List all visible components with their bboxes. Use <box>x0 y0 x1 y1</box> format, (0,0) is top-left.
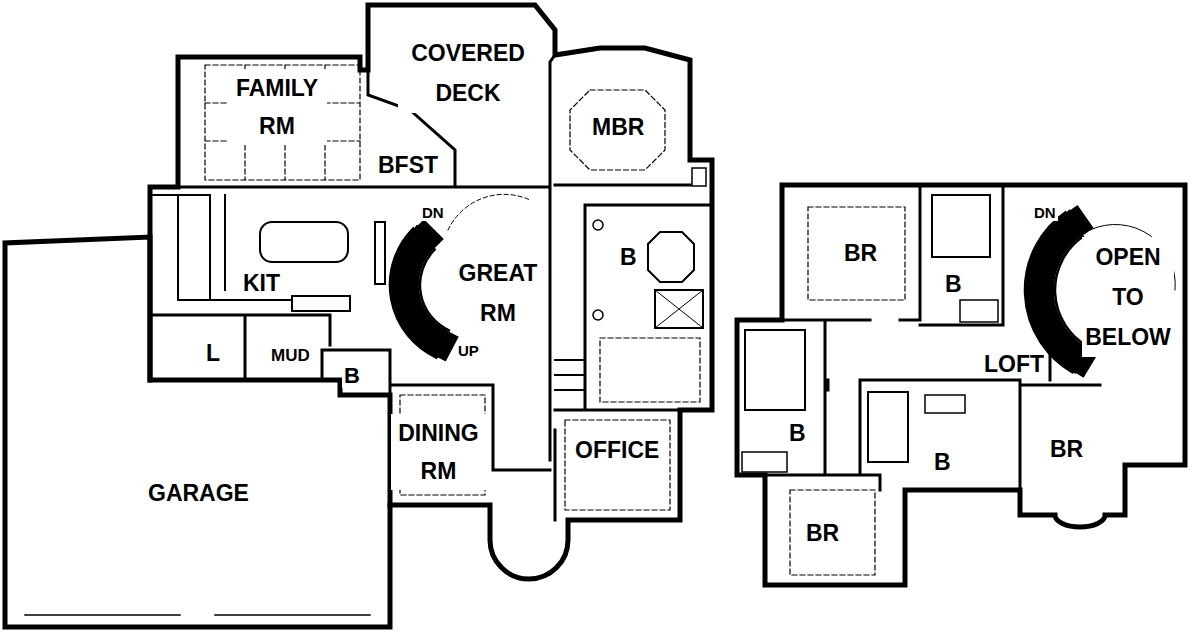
tub <box>648 232 694 282</box>
label-holder: BR <box>804 520 841 546</box>
label-holder: B <box>932 449 953 475</box>
ceiling-outline <box>570 90 665 170</box>
stair-wall <box>375 222 385 284</box>
room-label: OFFICE <box>573 437 661 463</box>
label-holder: DN <box>1032 204 1058 221</box>
room-label: B <box>943 271 964 297</box>
label-holder: GARAGE <box>146 480 251 506</box>
label-holder: BR <box>1048 436 1085 462</box>
room-label: OPEN TO BELOW <box>1082 237 1174 357</box>
room-label: BR <box>804 520 841 546</box>
kitchen-peninsula <box>292 296 350 311</box>
room-label: COVERED DECK <box>398 33 538 113</box>
closet <box>600 338 700 402</box>
room-label: KIT <box>241 270 282 296</box>
label-holder: B <box>618 244 639 270</box>
room-label: B <box>787 420 808 446</box>
interior-wall <box>765 185 1100 490</box>
tub <box>868 392 908 462</box>
room-label: BR <box>1048 436 1085 462</box>
label-holder: COVERED DECK <box>398 33 538 113</box>
label-holder: KIT <box>241 270 282 296</box>
room-label: L <box>204 340 222 366</box>
tub <box>925 395 965 413</box>
sink <box>593 310 603 320</box>
label-holder: L <box>204 340 222 366</box>
label-holder: B <box>787 420 808 446</box>
room-label: BR <box>842 240 879 266</box>
room-label: BFST <box>376 152 440 178</box>
garage-wall <box>5 237 390 627</box>
room-label: GARAGE <box>146 480 251 506</box>
shower <box>960 300 998 322</box>
stair-treads <box>1040 225 1080 360</box>
tub <box>745 330 805 410</box>
label-holder: GREAT RM <box>453 253 543 333</box>
label-holder: OFFICE <box>573 437 661 463</box>
room-label: DN <box>1032 204 1058 221</box>
room-label: MUD <box>269 346 312 366</box>
room-label: B <box>932 449 953 475</box>
tub <box>742 452 787 472</box>
room-label: DINING RM <box>391 414 486 490</box>
stair-arc <box>448 194 530 230</box>
garage-door <box>25 614 370 616</box>
room-label: DN <box>420 204 446 221</box>
room-label: MBR <box>590 114 646 140</box>
label-holder: B <box>943 271 964 297</box>
room-label: UP <box>456 342 481 359</box>
label-holder: MUD <box>269 346 312 366</box>
label-holder: DINING RM <box>391 414 486 490</box>
shower-x <box>655 290 703 328</box>
toilet <box>692 168 706 186</box>
tub <box>932 195 990 257</box>
shower <box>655 290 703 328</box>
label-holder: B <box>342 364 362 388</box>
stoop <box>555 360 585 390</box>
ceiling-grid <box>205 65 360 180</box>
sink <box>593 220 603 230</box>
exterior-wall <box>737 185 1185 585</box>
label-holder: DN <box>420 204 446 221</box>
stair-treads <box>405 239 443 344</box>
label-holder: FAMILY RM <box>227 69 327 145</box>
interior-wall <box>150 55 712 520</box>
room-label: B <box>618 244 639 270</box>
label-holder: MBR <box>590 114 646 140</box>
kitchen-island <box>260 222 348 262</box>
label-holder: UP <box>456 342 481 359</box>
label-holder: BFST <box>376 152 440 178</box>
kitchen-counter <box>150 195 290 300</box>
room-label: LOFT <box>982 351 1046 377</box>
room-label: FAMILY RM <box>227 69 327 145</box>
room-label: B <box>342 364 362 388</box>
label-holder: BR <box>842 240 879 266</box>
label-holder: OPEN TO BELOW <box>1082 237 1174 357</box>
label-holder: LOFT <box>982 351 1046 377</box>
room-label: GREAT RM <box>453 253 543 333</box>
